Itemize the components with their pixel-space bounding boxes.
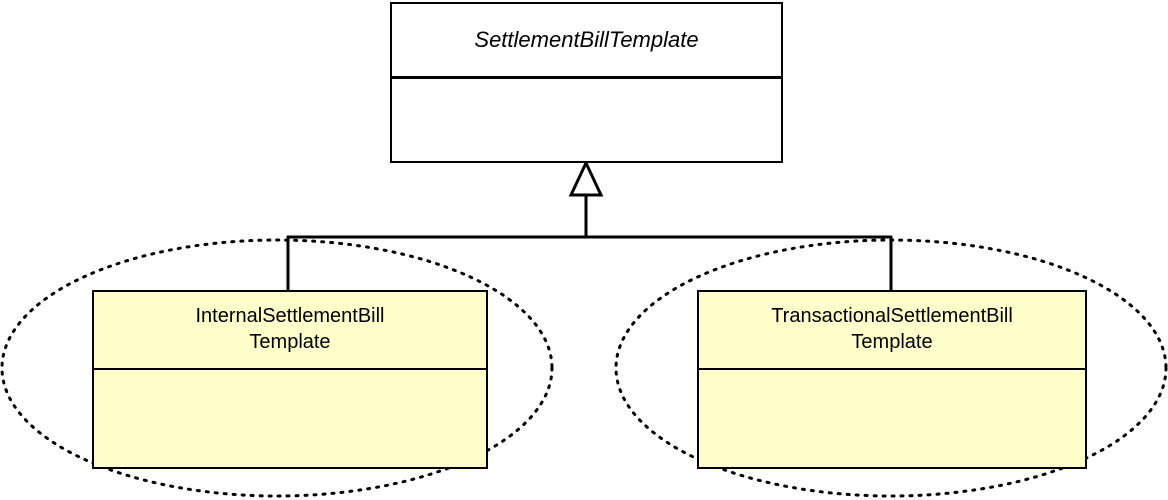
class-attributes-internal-settlement-bill-template: [94, 370, 486, 467]
class-name-settlement-bill-template: SettlementBillTemplate: [392, 4, 781, 79]
class-box-internal-settlement-bill-template[interactable]: InternalSettlementBill Template: [92, 290, 488, 469]
class-name-internal-settlement-bill-template: InternalSettlementBill Template: [94, 292, 486, 370]
generalization-triangle-arrowhead: [568, 159, 604, 197]
left-highlight-ellipse: [0, 238, 554, 498]
class-attributes-settlement-bill-template: [392, 79, 781, 161]
class-box-settlement-bill-template[interactable]: SettlementBillTemplate: [390, 2, 783, 163]
class-name-transactional-settlement-bill-template: TransactionalSettlementBill Template: [699, 292, 1085, 370]
class-box-transactional-settlement-bill-template[interactable]: TransactionalSettlementBill Template: [697, 290, 1087, 469]
class-attributes-transactional-settlement-bill-template: [699, 370, 1085, 467]
